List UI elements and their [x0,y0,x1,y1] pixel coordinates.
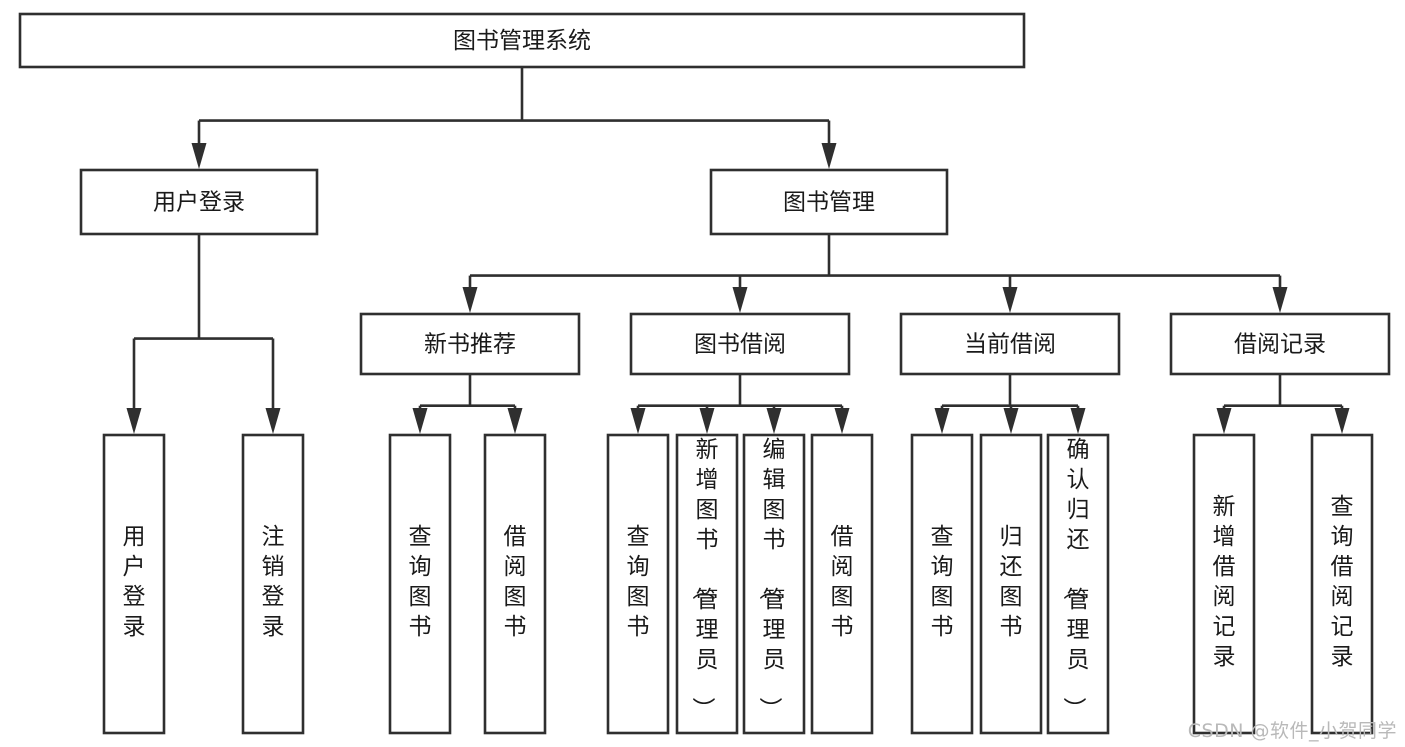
node-label: 查询借阅记录 [1331,494,1354,670]
node-leaf-query-book-3[interactable]: 查询图书 [910,433,974,735]
node-leaf-query-borrow-record[interactable]: 查询借阅记录 [1310,433,1374,735]
edges-layer [126,67,1350,434]
edge-group-current-borrow [934,374,1086,434]
node-current-borrow[interactable]: 当前借阅 [899,312,1121,376]
node-label: 用户登录 [123,524,146,640]
node-leaf-edit-book-admin[interactable]: 编辑图书（管理员） [742,433,806,735]
nodes-layer: 图书管理系统用户登录图书管理新书推荐图书借阅当前借阅借阅记录用户登录注销登录查询… [18,12,1391,735]
node-label: 借阅记录 [1234,332,1326,358]
node-new-book-recommend[interactable]: 新书推荐 [359,312,581,376]
edge-group-new-book-recommend [412,374,523,434]
node-leaf-add-borrow-record[interactable]: 新增借阅记录 [1192,433,1256,735]
node-label: 借阅图书 [504,524,527,640]
node-label: 图书借阅 [694,332,786,358]
node-leaf-user-login[interactable]: 用户登录 [102,433,166,735]
node-leaf-query-book-2[interactable]: 查询图书 [606,433,670,735]
node-label: 图书管理系统 [453,28,591,54]
node-label: 新增图书（管理员） [690,437,719,720]
edge-group-book-manage [462,234,1288,313]
node-label: 当前借阅 [964,332,1056,358]
node-leaf-query-book-1[interactable]: 查询图书 [388,433,452,735]
node-label: 查询图书 [931,524,954,640]
node-leaf-borrow-book-2[interactable]: 借阅图书 [810,433,874,735]
node-book-borrow[interactable]: 图书借阅 [629,312,851,376]
edge-group-root [191,67,837,169]
node-leaf-return-book[interactable]: 归还图书 [979,433,1043,735]
node-user-login[interactable]: 用户登录 [79,168,319,236]
node-root[interactable]: 图书管理系统 [18,12,1026,69]
node-label: 借阅图书 [831,524,854,640]
edge-group-book-borrow [630,374,850,434]
node-label: 用户登录 [153,190,245,216]
node-leaf-add-book-admin[interactable]: 新增图书（管理员） [675,433,739,735]
node-leaf-user-logout[interactable]: 注销登录 [241,433,305,735]
node-label: 新书推荐 [424,332,516,358]
node-label: 查询图书 [627,524,650,640]
node-label: 新增借阅记录 [1213,494,1236,670]
node-label: 图书管理 [783,190,875,216]
node-leaf-borrow-book-1[interactable]: 借阅图书 [483,433,547,735]
node-label: 查询图书 [409,524,432,640]
edge-group-borrow-record [1216,374,1350,434]
node-label: 编辑图书（管理员） [757,437,786,720]
node-label: 归还图书 [1000,524,1023,640]
node-label: 注销登录 [262,524,285,640]
node-book-manage[interactable]: 图书管理 [709,168,949,236]
edge-group-user-login [126,234,281,434]
node-label: 确认归还（管理员） [1061,437,1090,720]
node-leaf-confirm-return-admin[interactable]: 确认归还（管理员） [1046,433,1110,735]
node-borrow-record[interactable]: 借阅记录 [1169,312,1391,376]
